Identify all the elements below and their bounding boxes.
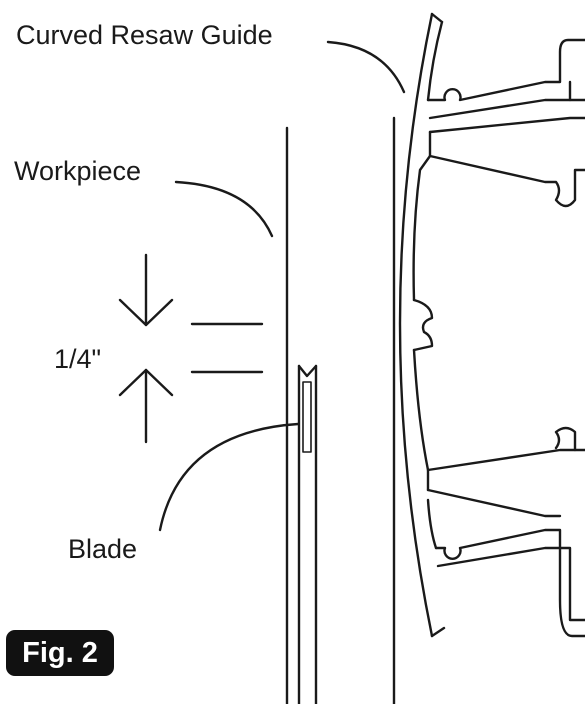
dimension-label: 1/4" — [54, 344, 102, 374]
curved-resaw-guide-label: Curved Resaw Guide — [16, 20, 273, 50]
blade-label: Blade — [68, 534, 138, 564]
workpiece-leader-line — [174, 180, 274, 238]
blade-leader-line — [158, 422, 300, 532]
figure-badge: Fig. 2 — [6, 630, 114, 676]
blade — [297, 364, 318, 704]
guide-leader-line — [326, 40, 406, 94]
workpiece-label: Workpiece — [14, 156, 142, 186]
curved-resaw-guide — [398, 12, 585, 638]
dimension-markers — [118, 253, 264, 444]
